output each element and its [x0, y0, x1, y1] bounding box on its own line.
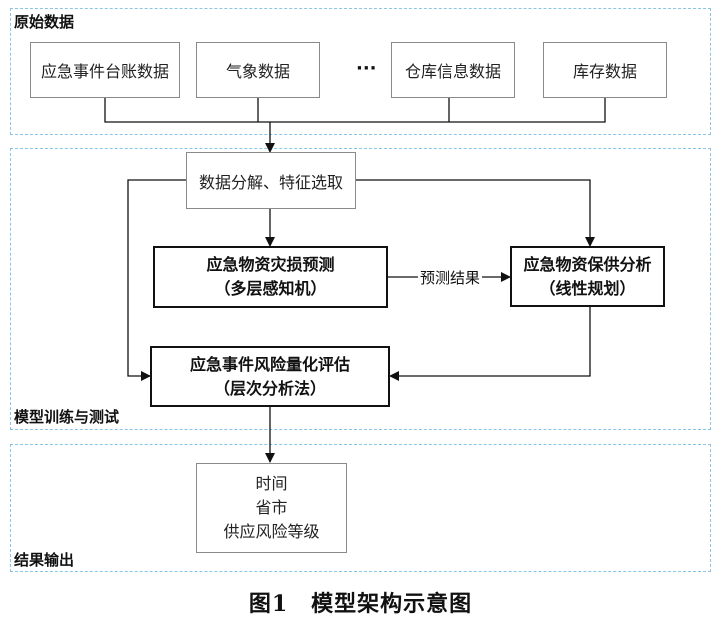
risk-assessment-box: 应急事件风险量化评估 （层次分析法） [150, 346, 390, 407]
risk-assessment-title: 应急事件风险量化评估 [189, 354, 350, 374]
arrow-supply-to-risk [389, 307, 591, 381]
raw-data-section [10, 8, 711, 135]
loss-prediction-title: 应急物资灾损预测 [206, 255, 335, 274]
supply-analysis-title: 应急物资保供分析 [523, 254, 652, 274]
output-section-title: 结果输出 [14, 551, 75, 569]
supply-analysis-method: （线性规划） [539, 278, 636, 298]
arrow-feature-to-supply [356, 179, 595, 247]
output-section [10, 444, 711, 572]
source-ellipsis: ··· [356, 58, 377, 79]
loss-prediction-method: （多层感知机） [214, 279, 327, 298]
supply-analysis-box: 应急物资保供分析 （线性规划） [510, 246, 665, 307]
result-output-box: 时间 省市 供应风险等级 [196, 463, 347, 553]
source-box-weather: 气象数据 [196, 42, 320, 98]
raw-data-section-title: 原始数据 [14, 13, 75, 31]
result-risk-level: 供应风险等级 [223, 522, 320, 541]
arrow-feature-to-risk [127, 179, 186, 381]
figure-caption: 图1 模型架构示意图 [248, 591, 473, 617]
prediction-result-label: 预测结果 [418, 267, 483, 288]
source-box-incident-ledger: 应急事件台账数据 [30, 42, 180, 98]
model-section [10, 148, 711, 430]
result-time: 时间 [255, 474, 288, 493]
source-bus-line [104, 98, 606, 123]
result-province: 省市 [255, 498, 288, 517]
source-box-warehouse: 仓库信息数据 [391, 42, 515, 98]
risk-assessment-method: （层次分析法） [213, 378, 326, 398]
loss-prediction-box: 应急物资灾损预测 （多层感知机） [153, 246, 388, 308]
model-section-title: 模型训练与测试 [14, 408, 120, 426]
feature-extraction-box: 数据分解、特征选取 [186, 152, 356, 209]
source-box-inventory: 库存数据 [543, 42, 667, 98]
